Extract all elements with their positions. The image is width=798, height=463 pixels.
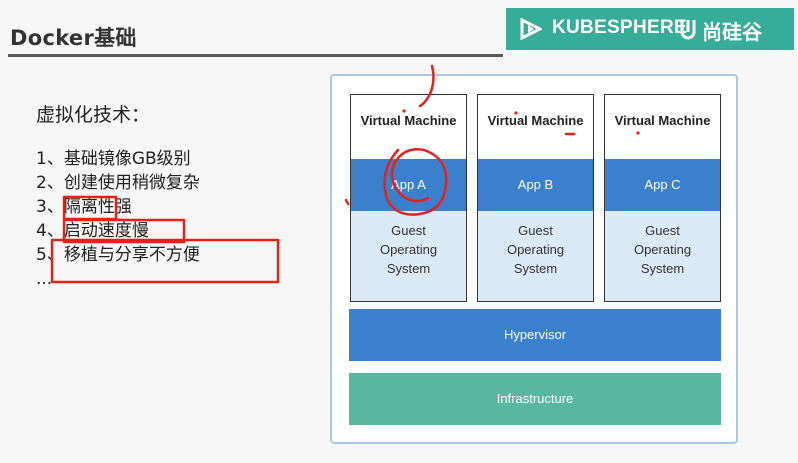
guest-os-line: Operating: [633, 242, 692, 257]
guest-os-line: System: [640, 261, 685, 276]
list-item: 1、基础镜像GB级别: [36, 149, 191, 169]
kubesphere-logo-icon: [520, 18, 542, 40]
brand-partner: 尚硅谷: [702, 20, 762, 44]
vm-title: Virtual Machine: [614, 113, 711, 128]
virtual-machine-a: Virtual Machine App A Guest Operating Sy…: [350, 94, 467, 302]
guest-os-line: Operating: [506, 242, 565, 257]
intro-heading: 虚拟化技术：: [36, 104, 151, 126]
guest-os-line: Guest: [518, 223, 553, 238]
guest-os-line: Guest: [645, 223, 680, 238]
list-item: 5、移植与分享不方便: [36, 245, 200, 265]
guest-os-block: Guest Operating System: [351, 211, 466, 301]
list-item: 3、隔离性强: [36, 197, 132, 217]
app-block: App C: [605, 159, 720, 211]
brand-banner: KUBESPHERE 尚硅谷: [506, 8, 794, 50]
slide-title: Docker基础: [10, 26, 137, 50]
vm-title: Virtual Machine: [487, 113, 584, 128]
list-item: 4、启动速度慢: [36, 221, 149, 241]
virtual-machine-c: Virtual Machine App C Guest Operating Sy…: [604, 94, 721, 302]
vm-title: Virtual Machine: [360, 113, 457, 128]
guest-os-line: Operating: [379, 242, 438, 257]
vm-architecture-diagram: Virtual Machine App A Guest Operating Sy…: [330, 74, 738, 444]
title-divider: [8, 54, 503, 57]
list-item: ...: [36, 269, 53, 289]
app-block: App B: [478, 159, 593, 211]
list-item: 2、创建使用稍微复杂: [36, 173, 200, 193]
brand-name: KUBESPHERE: [552, 17, 687, 38]
virtual-machine-b: Virtual Machine App B Guest Operating Sy…: [477, 94, 594, 302]
app-block: App A: [351, 159, 466, 211]
guest-os-line: System: [513, 261, 558, 276]
feature-list: 1、基础镜像GB级别 2、创建使用稍微复杂 3、隔离性强 4、启动速度慢 5、移…: [36, 147, 200, 291]
atguigu-logo-icon: [680, 20, 696, 40]
guest-os-line: System: [386, 261, 431, 276]
guest-os-block: Guest Operating System: [605, 211, 720, 301]
guest-os-block: Guest Operating System: [478, 211, 593, 301]
hypervisor-layer: Hypervisor: [349, 309, 721, 361]
infrastructure-layer: Infrastructure: [349, 373, 721, 425]
guest-os-line: Guest: [391, 223, 426, 238]
